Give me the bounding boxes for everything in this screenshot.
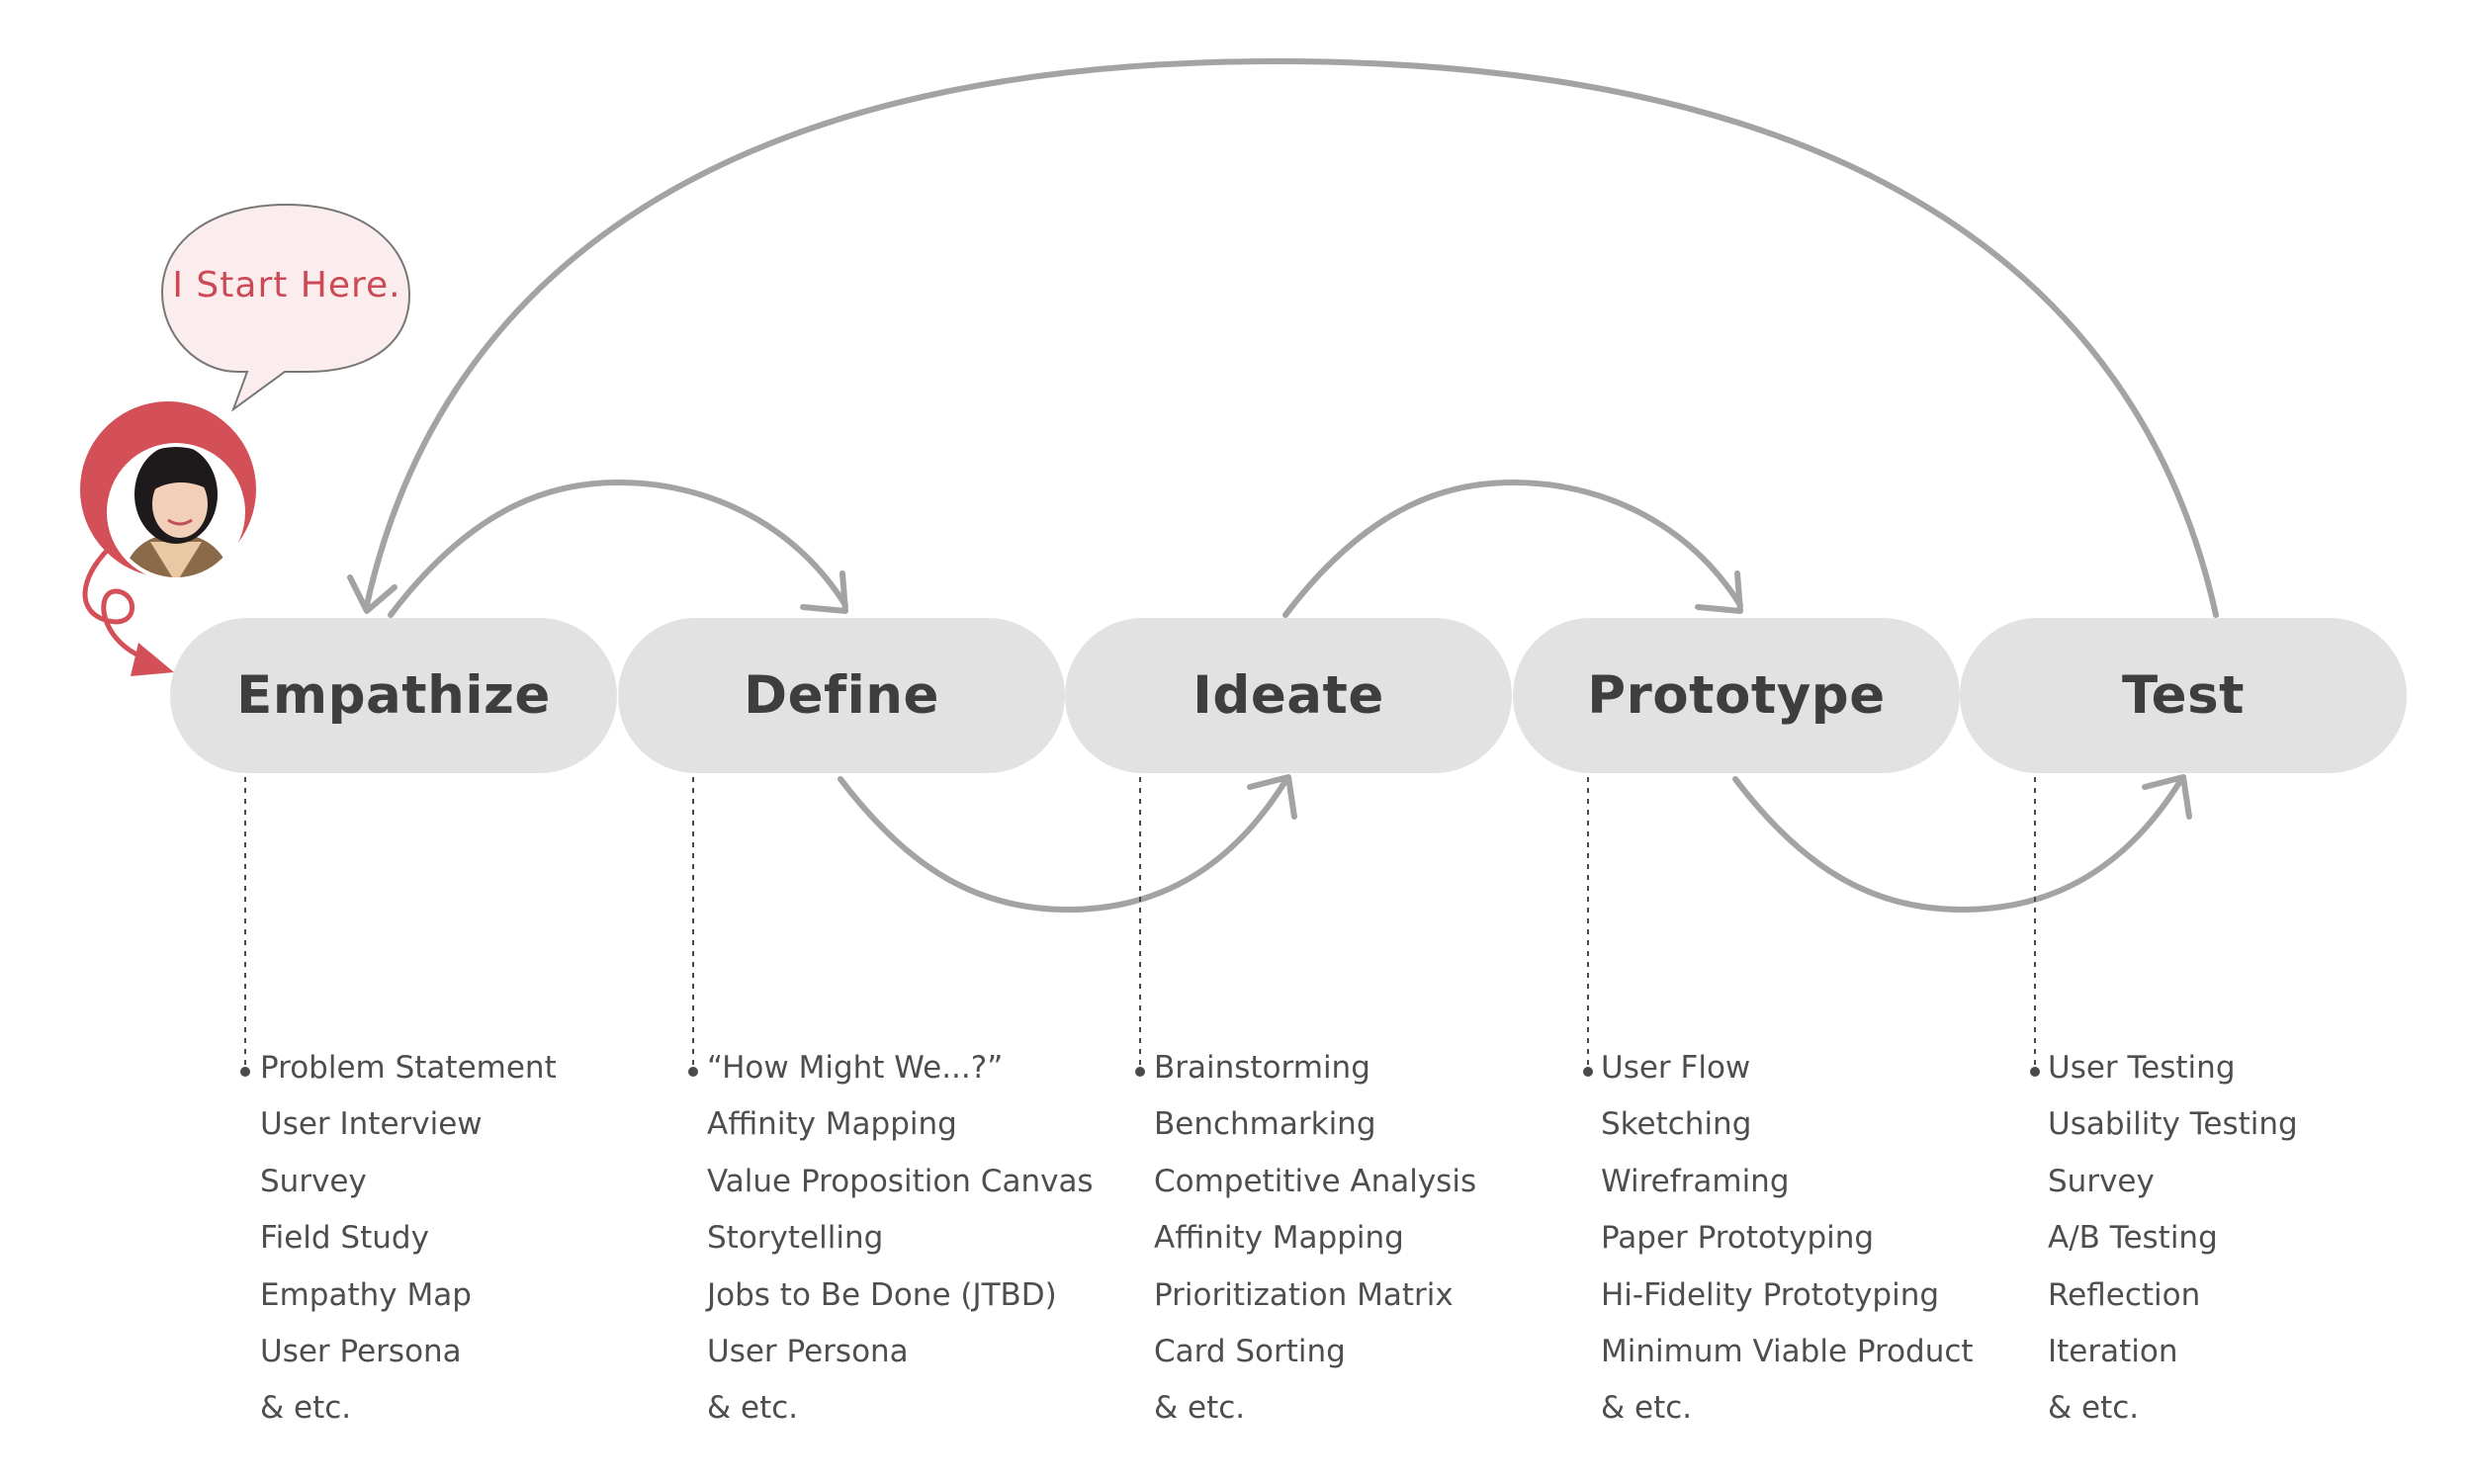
bullet-dot xyxy=(1583,1067,1593,1077)
method-item: User Flow xyxy=(1601,1050,1751,1086)
arrowhead-define xyxy=(800,570,848,614)
method-item: & etc. xyxy=(707,1390,799,1427)
method-item: Empathy Map xyxy=(260,1276,472,1313)
method-item: Hi-Fidelity Prototyping xyxy=(1601,1276,1940,1313)
arrow-test-to-empathize xyxy=(364,57,2219,618)
method-item: Survey xyxy=(2048,1163,2155,1199)
methods-empathize: Problem Statement User Interview Survey … xyxy=(260,1048,557,1445)
method-item: Affinity Mapping xyxy=(707,1106,957,1143)
method-item: Jobs to Be Done (JTBD) xyxy=(707,1276,1057,1313)
method-item: & etc. xyxy=(1154,1390,1246,1427)
arrow-define-to-ideate xyxy=(838,776,1288,914)
method-item: A/B Testing xyxy=(2048,1220,2218,1257)
method-item: Field Study xyxy=(260,1220,429,1257)
methods-prototype: User Flow Sketching Wireframing Paper Pr… xyxy=(1601,1048,1974,1445)
stage-ideate: Ideate xyxy=(1065,618,1512,773)
bullet-dot xyxy=(2030,1067,2040,1077)
stage-empathize: Empathize xyxy=(170,618,617,773)
method-item: Benchmarking xyxy=(1154,1106,1376,1143)
stage-define: Define xyxy=(618,618,1065,773)
method-item: Usability Testing xyxy=(2048,1106,2298,1143)
method-item: Prioritization Matrix xyxy=(1154,1276,1454,1313)
bullet-dot xyxy=(688,1067,698,1077)
method-item: Brainstorming xyxy=(1154,1050,1370,1086)
arrow-ideate-to-prototype xyxy=(1282,479,1743,618)
start-pointer-arrowhead xyxy=(131,643,174,676)
method-item: Iteration xyxy=(2048,1333,2178,1369)
method-item: User Persona xyxy=(260,1333,462,1369)
method-item: Competitive Analysis xyxy=(1154,1163,1477,1199)
stage-prototype: Prototype xyxy=(1513,618,1960,773)
bullet-dot xyxy=(240,1067,250,1077)
callout-text: I Start Here. xyxy=(172,265,401,306)
method-item: Card Sorting xyxy=(1154,1333,1346,1369)
bullet-dot xyxy=(1135,1067,1145,1077)
methods-ideate: Brainstorming Benchmarking Competitive A… xyxy=(1154,1048,1476,1445)
method-item: & etc. xyxy=(260,1390,352,1427)
method-item: & etc. xyxy=(1601,1390,1693,1427)
method-item: User Testing xyxy=(2048,1050,2236,1086)
method-item: “How Might We...?” xyxy=(707,1050,1004,1086)
method-item: User Interview xyxy=(260,1106,483,1143)
method-item: & etc. xyxy=(2048,1390,2140,1427)
methods-define: “How Might We...?” Affinity Mapping Valu… xyxy=(707,1048,1094,1445)
method-item: Reflection xyxy=(2048,1276,2201,1313)
method-item: Paper Prototyping xyxy=(1601,1220,1875,1257)
method-item: Minimum Viable Product xyxy=(1601,1333,1974,1369)
arrow-empathize-to-define xyxy=(388,479,848,618)
method-item: Problem Statement xyxy=(260,1050,557,1086)
method-item: Storytelling xyxy=(707,1220,884,1257)
arrowhead-ideate xyxy=(1247,774,1297,820)
start-pointer-arrow xyxy=(82,546,151,662)
arrowhead-empathize xyxy=(347,574,397,614)
method-item: Affinity Mapping xyxy=(1154,1220,1404,1257)
method-item: Value Proposition Canvas xyxy=(707,1163,1094,1199)
speech-bubble xyxy=(160,203,411,412)
method-item: Sketching xyxy=(1601,1106,1752,1143)
methods-test: User Testing Usability Testing Survey A/… xyxy=(2048,1048,2298,1445)
arrow-prototype-to-test xyxy=(1732,776,2183,914)
stage-test: Test xyxy=(1960,618,2407,773)
arrowhead-test xyxy=(2142,774,2192,820)
method-item: Wireframing xyxy=(1601,1163,1790,1199)
method-item: Survey xyxy=(260,1163,367,1199)
person-photo-icon xyxy=(111,447,241,577)
method-item: User Persona xyxy=(707,1333,909,1369)
arrowhead-prototype xyxy=(1695,570,1743,614)
